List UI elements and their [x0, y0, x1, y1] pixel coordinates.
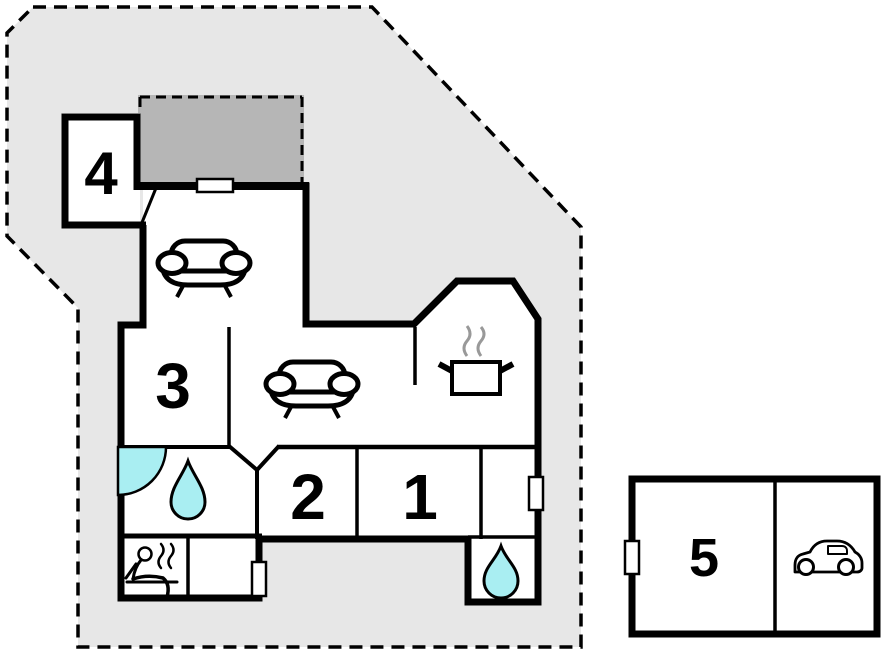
water-drop-icon: [482, 541, 520, 600]
terrace: [138, 95, 304, 186]
car-wheel: [837, 558, 855, 576]
room4-walls: [61, 113, 146, 229]
car-wheel: [797, 558, 815, 576]
room-label-1: 1: [402, 461, 438, 533]
room-label-4: 4: [84, 140, 118, 207]
sauna-steam-line: [167, 542, 175, 570]
shower-quarter-circle-icon: [116, 445, 168, 497]
room-label-3: 3: [155, 350, 191, 422]
water-drop-icon: [169, 456, 207, 521]
terrace-area: [138, 95, 304, 186]
window-garage: [623, 539, 641, 576]
sauna-person-icon: [124, 542, 179, 599]
hall-chamfer-right-wall: [255, 444, 281, 472]
sauna-person-leg: [131, 574, 170, 599]
window-east-wall: [527, 475, 545, 512]
car-icon: [793, 539, 864, 576]
pot-handle: [437, 361, 454, 374]
pot-body: [450, 360, 502, 396]
cooking-pot-icon: [437, 325, 515, 396]
windows: [195, 177, 641, 598]
room-label-2: 2: [290, 461, 326, 533]
hall-chamfer-left-wall: [227, 444, 259, 472]
room-label-5: 5: [689, 528, 719, 588]
steam-line: [462, 325, 472, 357]
door-sauna-annex: [250, 560, 268, 598]
door-swing-line: [139, 187, 158, 226]
terrace-dashed-edge: [138, 95, 304, 183]
window-top-wall: [195, 177, 235, 194]
steam-line: [476, 326, 486, 357]
sauna-steam-line: [157, 542, 165, 570]
pot-handle: [498, 361, 515, 374]
car-window: [827, 545, 848, 555]
room4-floor: [62, 113, 140, 228]
sauna-person-head: [137, 546, 153, 562]
sauna-person-arm: [124, 562, 138, 580]
